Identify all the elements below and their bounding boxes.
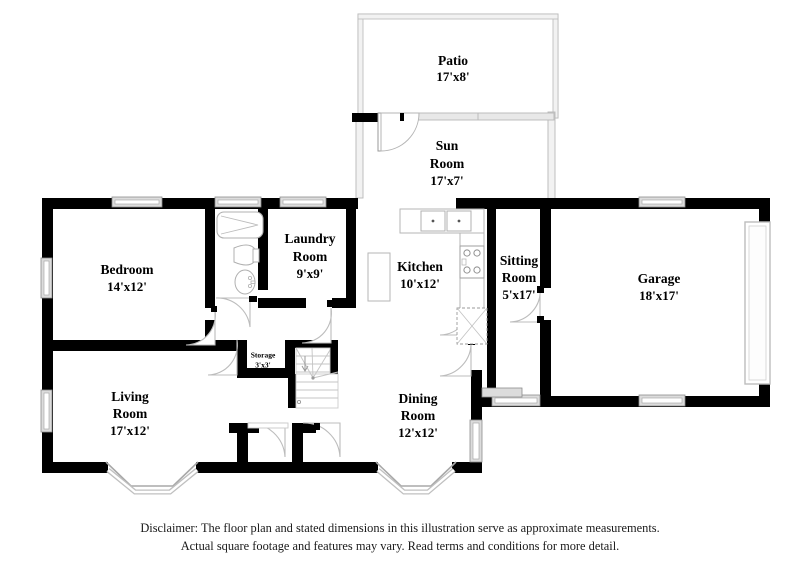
room-label-laundry-name1: Laundry [284,231,335,246]
room-label-sun-room-dim: 17'x7' [430,173,463,188]
disclaimer-line-1: Disclaimer: The floor plan and stated di… [140,521,660,535]
room-label-laundry-dim: 9'x9' [297,266,324,281]
room-label-bedroom-name: Bedroom [101,262,155,277]
room-label-patio-name: Patio [438,53,468,68]
room-label-sun-room-name2: Room [430,156,465,171]
room-label-dining-dim: 12'x12' [398,425,438,440]
bathroom-fixtures [216,211,264,295]
patio-walls [357,13,559,119]
kitchen-fixtures [367,208,488,345]
bay-window-dining-room [375,461,457,495]
room-labels: Patio 17'x8' Sun Room 17'x7' Bedroom 14'… [101,53,681,440]
room-label-garage-name: Garage [638,271,681,286]
room-label-patio-dim: 17'x8' [436,69,469,84]
room-label-laundry-name2: Room [293,249,328,264]
room-label-sitting-dim: 5'x17' [502,287,535,302]
bay-window-living-room [105,461,199,495]
room-label-dining-name2: Room [401,408,436,423]
sun-room-walls [352,111,556,201]
room-label-sitting-name2: Room [502,270,537,285]
room-label-kitchen-dim: 10'x12' [400,276,440,291]
room-label-bedroom-dim: 14'x12' [107,279,147,294]
overhead-garage-door [744,221,771,385]
disclaimer: Disclaimer: The floor plan and stated di… [0,520,800,555]
room-label-sitting-name1: Sitting [500,253,539,268]
doors [185,286,544,458]
room-label-kitchen-name: Kitchen [397,259,443,274]
room-label-sun-room-name1: Sun [436,138,459,153]
room-label-dining-name1: Dining [398,391,437,406]
room-label-storage-name: Storage [251,351,276,360]
disclaimer-line-2: Actual square footage and features may v… [180,538,620,553]
room-label-storage-dim: 3'x3' [255,361,270,370]
winder-staircase [295,347,339,409]
room-label-garage-dim: 18'x17' [639,288,679,303]
room-label-living-dim: 17'x12' [110,423,150,438]
room-label-living-name2: Room [113,406,148,421]
room-label-living-name1: Living [111,389,149,404]
windows [40,196,686,463]
